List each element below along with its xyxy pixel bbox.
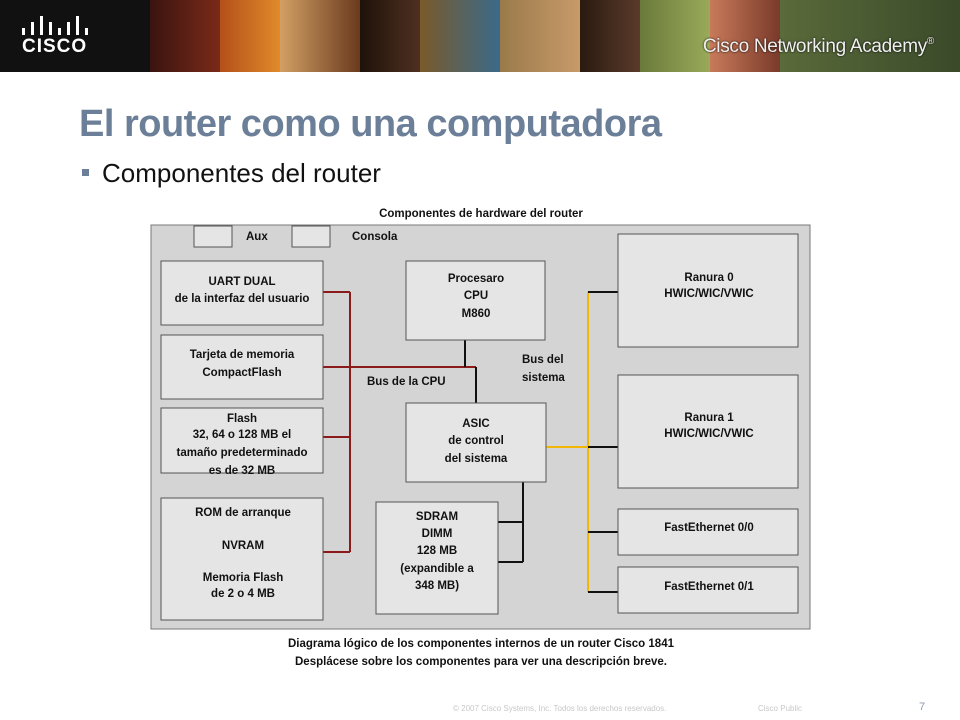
- cpu-line2: CPU: [464, 290, 488, 302]
- slot-connectors: [588, 291, 618, 593]
- sdram-line4: (expandible a: [400, 563, 474, 575]
- uart-line1: UART DUAL: [208, 276, 275, 288]
- compactflash-block[interactable]: Tarjeta de memoria CompactFlash: [160, 334, 324, 400]
- academy-title: Cisco Networking Academy®: [703, 36, 934, 58]
- asic-block[interactable]: ASIC de control del sistema: [405, 402, 547, 483]
- compactflash-line2: CompactFlash: [202, 367, 281, 379]
- flash-line2: 32, 64 o 128 MB el: [193, 429, 291, 441]
- aux-port[interactable]: [193, 225, 233, 248]
- banner-photo: [360, 0, 420, 72]
- slot1-line1: Ranura 1: [684, 412, 734, 424]
- bullet-text: Componentes del router: [102, 158, 381, 188]
- fe1-label: FastEthernet 0/1: [664, 581, 754, 593]
- slot0-block[interactable]: Ranura 0 HWIC/WIC/VWIC: [617, 233, 799, 348]
- rom-line2: NVRAM: [222, 540, 264, 552]
- banner-photo: [220, 0, 280, 72]
- cpu-line1: Procesaro: [448, 273, 504, 285]
- banner-photo: [280, 0, 360, 72]
- footer-classification: Cisco Public: [758, 704, 803, 713]
- registered-mark: ®: [926, 36, 934, 47]
- asic-line3: del sistema: [445, 453, 508, 465]
- rom-line1: ROM de arranque: [195, 507, 291, 519]
- uart-block[interactable]: UART DUAL de la interfaz del usuario: [160, 260, 324, 326]
- cisco-wordmark: CISCO: [22, 36, 88, 57]
- sdram-line2: DIMM: [422, 528, 453, 540]
- footer-copyright: © 2007 Cisco Systems, Inc. Todos los der…: [453, 704, 667, 713]
- header-banner: CISCO Cisco Networking Academy®: [0, 0, 960, 72]
- bullet-square-icon: [82, 168, 89, 176]
- slot0-line1: Ranura 0: [684, 272, 733, 284]
- asic-line2: de control: [448, 435, 504, 447]
- slot1-line2: HWIC/WIC/VWIC: [664, 428, 753, 440]
- cisco-logo: CISCO: [0, 0, 150, 72]
- sdram-line3: 128 MB: [417, 545, 457, 557]
- rom-line4: de 2 o 4 MB: [211, 588, 275, 600]
- banner-photo: [150, 0, 220, 72]
- cpu-line3: M860: [462, 308, 491, 320]
- flash-line4: es de 32 MB: [209, 465, 275, 477]
- page-number: 7: [919, 701, 926, 713]
- cpu-bus: [323, 291, 476, 553]
- internal-connectors: [464, 340, 524, 563]
- cisco-bars-icon: [22, 16, 88, 35]
- banner-photo: [420, 0, 500, 72]
- banner-photo: [780, 0, 960, 72]
- banner-photo: [500, 0, 580, 72]
- rom-line3: Memoria Flash: [203, 572, 284, 584]
- academy-text: Cisco Networking Academy: [702, 36, 927, 57]
- rom-nvram-block[interactable]: ROM de arranque NVRAM Memoria Flash de 2…: [160, 497, 324, 621]
- fastethernet-0-1-block[interactable]: FastEthernet 0/1: [617, 566, 799, 614]
- diagram-caption-line2: Desplácese sobre los componentes para ve…: [295, 656, 667, 668]
- banner-photo: [710, 0, 780, 72]
- flash-block[interactable]: Flash 32, 64 o 128 MB el tamaño predeter…: [160, 407, 324, 477]
- aux-port-label: Aux: [246, 231, 268, 243]
- flash-line3: tamaño predeterminado: [177, 447, 308, 459]
- slide-title: El router como una computadora: [79, 103, 662, 145]
- compactflash-line1: Tarjeta de memoria: [190, 349, 295, 361]
- slot1-block[interactable]: Ranura 1 HWIC/WIC/VWIC: [617, 374, 799, 489]
- cpu-block[interactable]: Procesaro CPU M860: [405, 260, 546, 341]
- system-bus-label-line2: sistema: [522, 372, 565, 384]
- fastethernet-0-0-block[interactable]: FastEthernet 0/0: [617, 508, 799, 556]
- sdram-line5: 348 MB): [415, 580, 459, 592]
- banner-photo: [640, 0, 710, 72]
- slide-bullet: Componentes del router: [82, 158, 381, 189]
- banner-photo: [580, 0, 640, 72]
- system-bus-label-line1: Bus del: [522, 354, 564, 366]
- asic-line1: ASIC: [462, 418, 489, 430]
- sdram-block[interactable]: SDRAM DIMM 128 MB (expandible a 348 MB): [375, 501, 499, 615]
- sdram-line1: SDRAM: [416, 511, 458, 523]
- diagram-caption-line1: Diagrama lógico de los componentes inter…: [288, 638, 675, 650]
- fe0-label: FastEthernet 0/0: [664, 522, 753, 534]
- cpu-bus-label: Bus de la CPU: [367, 376, 446, 388]
- slot0-line2: HWIC/WIC/VWIC: [664, 288, 753, 300]
- diagram-heading: Componentes de hardware del router: [379, 208, 583, 220]
- console-port-label: Consola: [352, 231, 398, 243]
- console-port[interactable]: [291, 225, 331, 248]
- system-bus: [546, 292, 589, 592]
- uart-line2: de la interfaz del usuario: [175, 293, 310, 305]
- flash-line1: Flash: [227, 413, 257, 425]
